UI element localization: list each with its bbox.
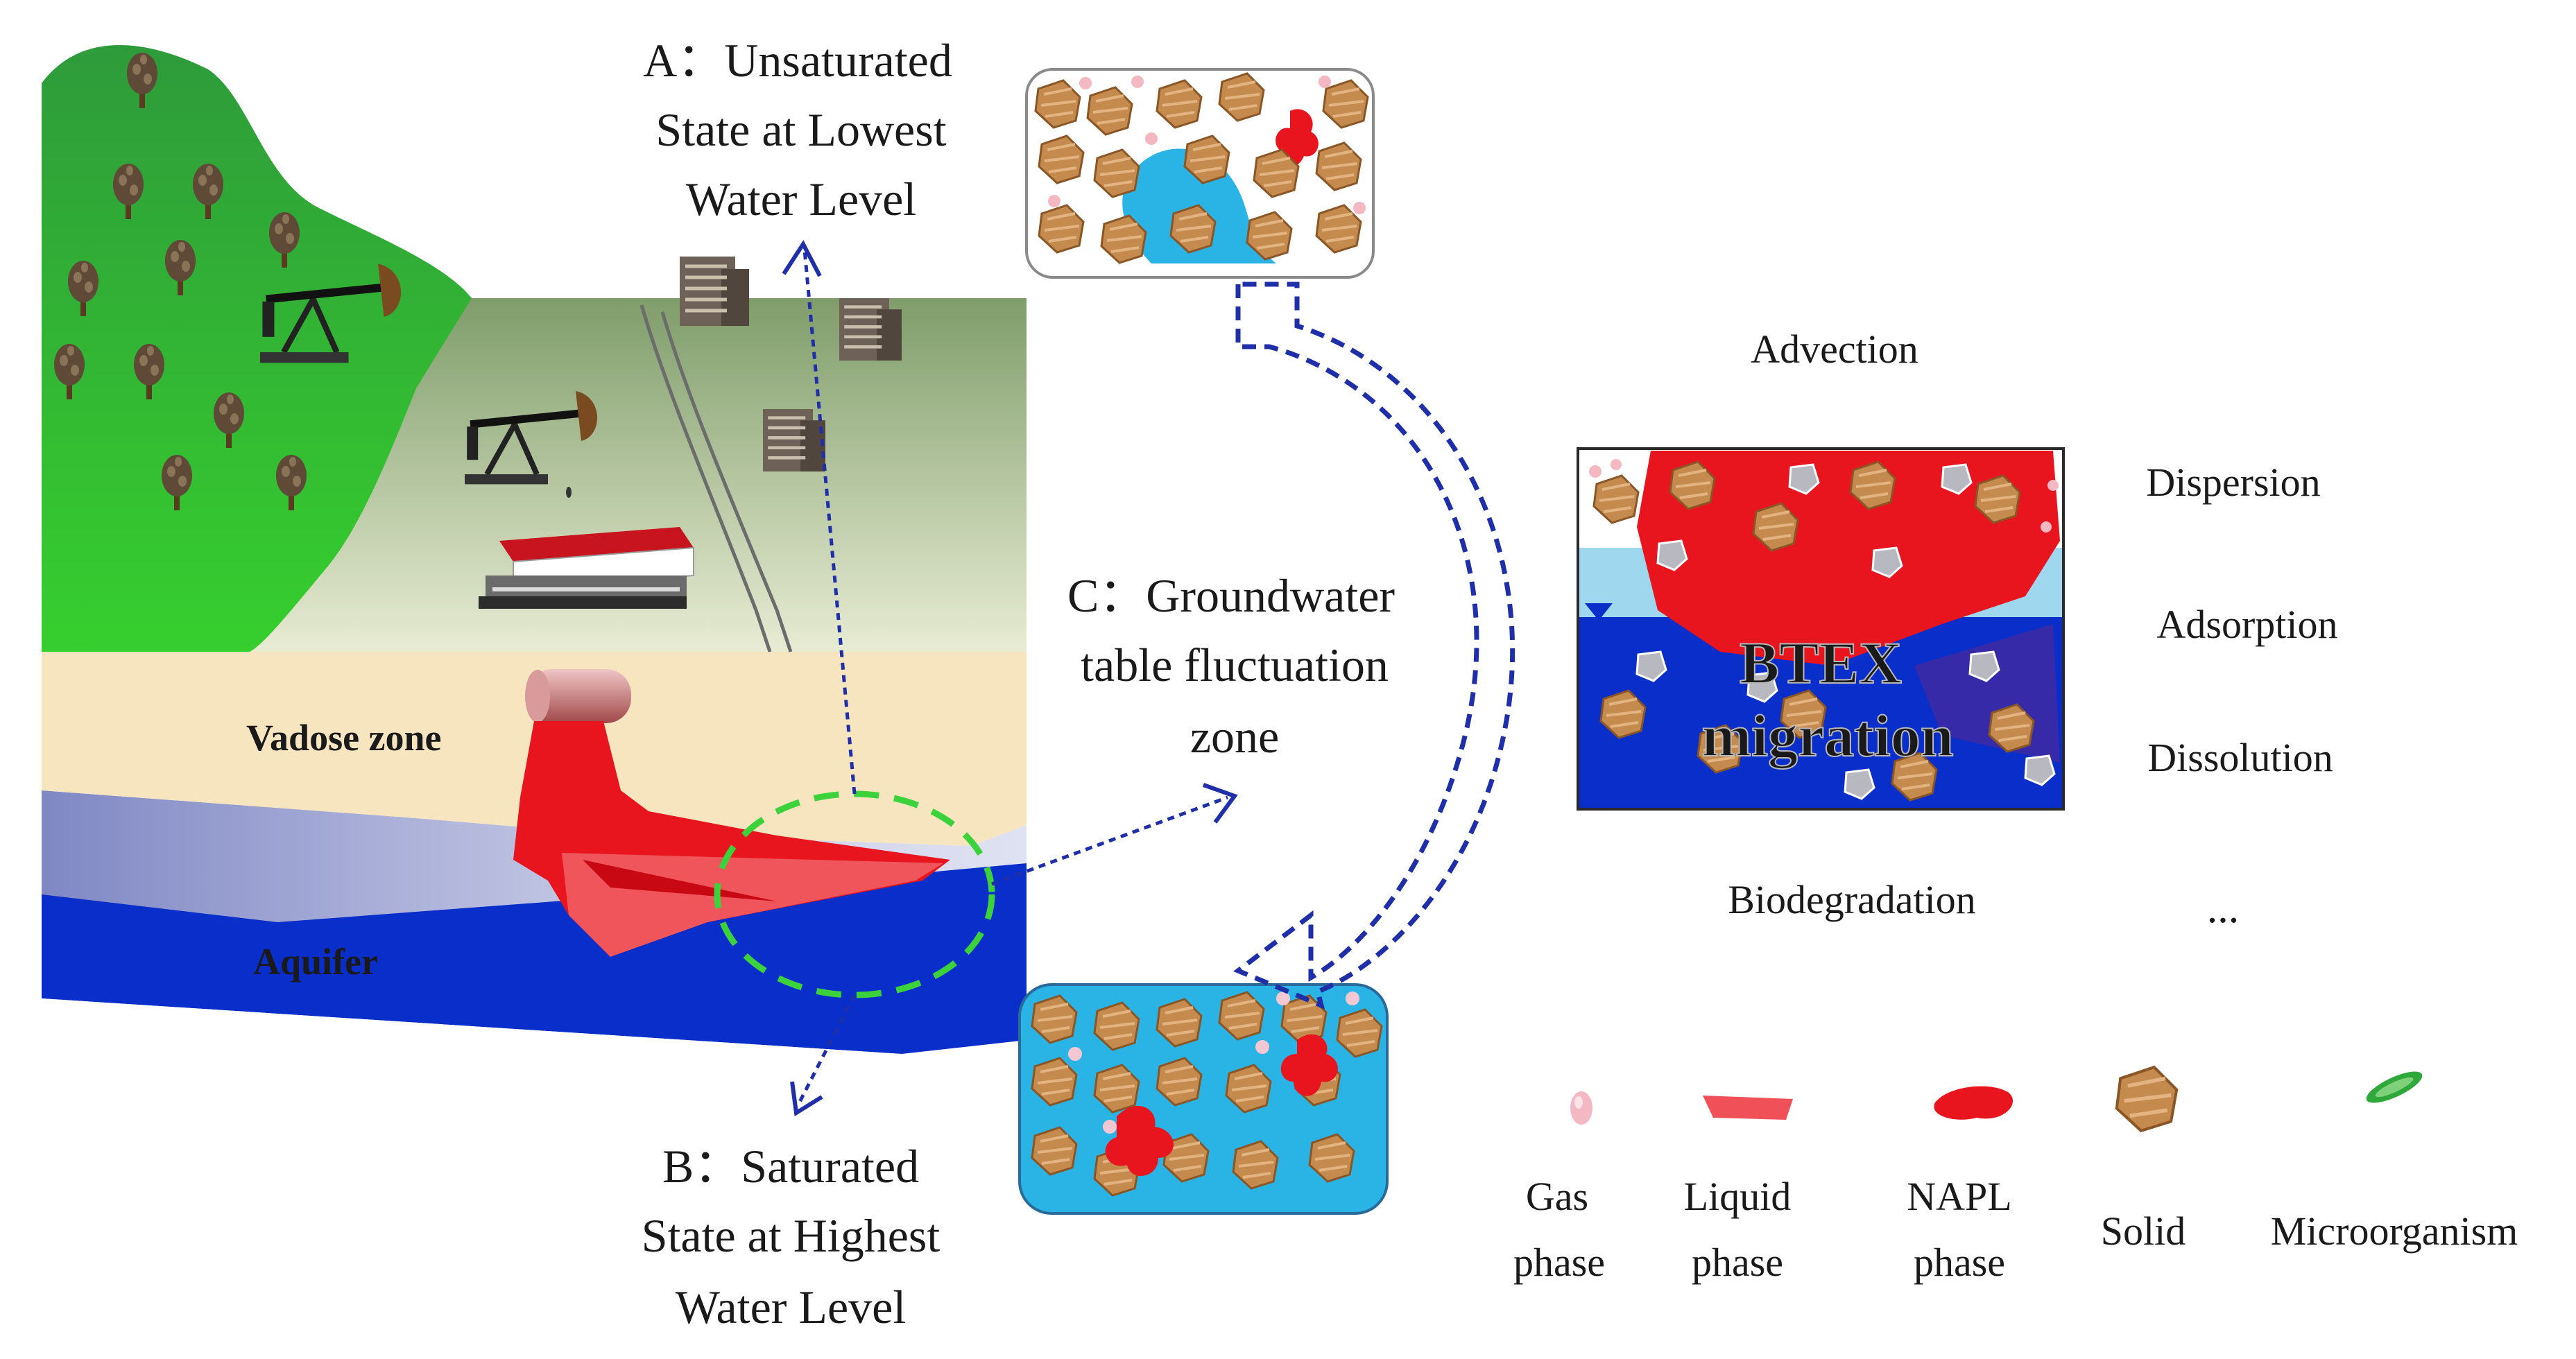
legend-liquid-line2: phase [1692, 1240, 1783, 1285]
legend-solid-label: Solid [2101, 1209, 2186, 1254]
vadose-zone-label: Vadose zone [246, 717, 442, 759]
arrowheads [782, 240, 1238, 1116]
btex-migration-box: BTEX migration [1577, 447, 2065, 811]
hill [42, 45, 472, 652]
legend: Gas phase Liquid phase NAPL phase Solid … [1513, 1066, 2518, 1285]
gas-station-icon [479, 527, 694, 609]
aquifer-label: Aquifer [253, 941, 378, 983]
legend-napl-line2: phase [1914, 1240, 2005, 1285]
gas-bubble-icon [1570, 1091, 1592, 1125]
process-biodegradation: Biodegradation [1728, 877, 1976, 922]
callout-b-line3: Water Level [676, 1281, 906, 1333]
storage-tank-icon [525, 669, 631, 723]
pointer-arrows [796, 249, 1228, 1107]
btex-label-line1: BTEX [1740, 630, 1902, 696]
legend-microorganism-label: Microorganism [2271, 1209, 2518, 1254]
process-adsorption: Adsorption [2157, 602, 2338, 647]
panel-unsaturated [1025, 68, 1375, 279]
callout-c-line2: table fluctuation [1081, 639, 1389, 691]
process-dispersion: Dispersion [2146, 460, 2320, 505]
btex-label-line2: migration [1701, 702, 1953, 769]
microorganism-icon [2366, 1071, 2423, 1103]
callout-a-line2: State at Lowest [655, 103, 946, 156]
callout-b: B：Saturated State at Highest Water Level [642, 1140, 941, 1333]
soil-grain-icon [2117, 1067, 2176, 1131]
callout-a: A：Unsaturated State at Lowest Water Leve… [643, 34, 952, 225]
process-ellipsis: ... [2207, 885, 2240, 932]
callout-a-line1: A：Unsaturated [643, 34, 952, 87]
callout-b-line2: State at Highest [642, 1209, 941, 1262]
legend-liquid-line1: Liquid [1684, 1174, 1792, 1219]
napl-blob-icon [1934, 1086, 2013, 1120]
callout-c-line1: C：Groundwater [1067, 569, 1395, 622]
site-cross-section: Vadose zone Aquifer [42, 45, 1027, 1054]
road [639, 304, 793, 652]
legend-gas-line1: Gas [1526, 1174, 1588, 1219]
napl-plume [513, 721, 950, 957]
legend-napl-line1: NAPL [1907, 1174, 2011, 1219]
process-advection: Advection [1751, 327, 1918, 372]
process-dissolution: Dissolution [2147, 735, 2333, 780]
process-panel: Advection [1577, 327, 2338, 932]
callout-c-line3: zone [1190, 710, 1279, 763]
liquid-patch-icon [1703, 1096, 1793, 1120]
building-icon [680, 257, 749, 326]
callout-c: C：Groundwater table fluctuation zone [1067, 569, 1395, 763]
callout-b-line1: B：Saturated [662, 1140, 919, 1193]
cycle-arrow [1233, 282, 1515, 1010]
panel-saturated [1018, 983, 1389, 1215]
callout-a-line3: Water Level [686, 173, 916, 225]
legend-gas-line2: phase [1513, 1240, 1605, 1285]
